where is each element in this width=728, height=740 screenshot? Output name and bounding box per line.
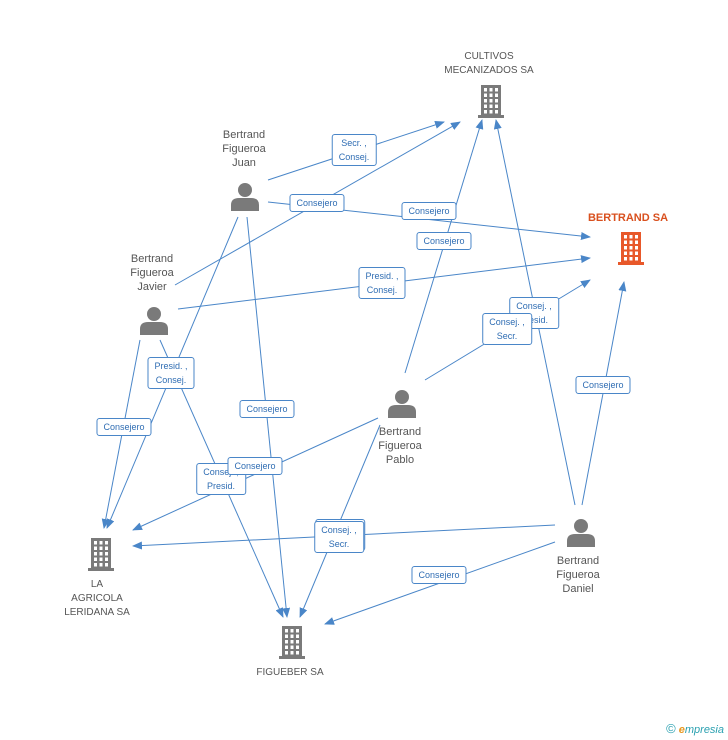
node-label-line: Figueroa: [556, 569, 600, 581]
node-label-line: Bertrand: [556, 555, 600, 567]
edge-label-line: Consej. ,: [516, 301, 552, 311]
edge-label-javier-figueber[interactable]: Consej. , Presid.: [196, 463, 246, 495]
edge-label-line: Consejero: [296, 198, 338, 208]
edge-label-line: Consejero: [582, 380, 624, 390]
building-icon[interactable]: [618, 232, 644, 265]
edge-label-daniel-bertrand[interactable]: Consejero: [575, 376, 631, 394]
edge-label-line: Consejero: [234, 461, 276, 471]
node-label-line: Bertrand: [378, 426, 422, 438]
edge-label-line: Consejero: [423, 236, 465, 246]
node-label-line: MECANIZADOS SA: [444, 65, 534, 76]
building-icon[interactable]: [478, 85, 504, 118]
node-label-la_agricola[interactable]: LA AGRICOLA LERIDANA SA: [64, 578, 130, 620]
node-label-line: AGRICOLA: [71, 593, 123, 604]
edge-label-line: Consej. ,: [321, 525, 357, 535]
node-label-line: Bertrand: [130, 253, 174, 265]
edge-label-pablo-agricola[interactable]: Consejero: [227, 457, 283, 475]
node-label-line: FIGUEBER SA: [256, 667, 324, 678]
edge-label-line: Secr.: [496, 331, 518, 341]
node-label-bertrand_sa[interactable]: BERTRAND SA: [588, 211, 668, 225]
node-label-line: Figueroa: [222, 143, 266, 155]
edge-label-line: Consej. ,: [203, 467, 239, 477]
building-icon[interactable]: [88, 538, 114, 571]
node-label-line: Figueroa: [378, 440, 422, 452]
empresia-brand: © empresia: [666, 721, 724, 736]
node-label-line: LA: [90, 579, 104, 590]
edge-label-line: Consej. ,: [489, 317, 525, 327]
node-label-line: LERIDANA SA: [64, 607, 130, 618]
edge-label-juan-figueber[interactable]: Consejero: [239, 400, 295, 418]
edge-label-line: Consej.: [366, 285, 398, 295]
person-icon[interactable]: [140, 307, 168, 335]
node-label-line: Daniel: [562, 583, 594, 595]
node-label-line: CULTIVOS: [464, 51, 514, 62]
edge-label-line: Presid.: [519, 315, 548, 325]
brand-name-rest: mpresia: [684, 724, 724, 736]
edge-label-juan-bertrand[interactable]: Consejero: [401, 202, 457, 220]
node-label-line: Bertrand: [222, 129, 266, 141]
edge-label-line: Presid.: [206, 481, 235, 491]
edge-label-juan-agricola[interactable]: Presid. , Consej.: [147, 357, 195, 389]
edge-label-javier-agricola[interactable]: Consejero: [96, 418, 152, 436]
node-label-line: Juan: [232, 157, 256, 169]
edge-label-line: Presid. ,: [365, 271, 399, 281]
edge-label-line: Consejero: [418, 570, 460, 580]
edge-label-line: Consejero: [408, 206, 450, 216]
node-label-line: Pablo: [385, 454, 415, 466]
edge-label-line: Consejero: [246, 404, 288, 414]
edge-label-pablo-cultivos[interactable]: Consejero: [416, 232, 472, 250]
edge-label-javier-cultivos[interactable]: Consejero: [289, 194, 345, 212]
person-icon[interactable]: [231, 183, 259, 211]
edge-label-line: Secr.: [328, 539, 350, 549]
node-label-line: BERTRAND SA: [587, 212, 669, 224]
edge-label-pablo-bertrand[interactable]: Consej. , Secr.: [482, 313, 532, 345]
edge-label-line: Consej.: [338, 152, 370, 162]
edge-label-line: Consejero: [103, 422, 145, 432]
edge-label-javier-bertrand[interactable]: Presid. , Consej.: [358, 267, 406, 299]
person-icon[interactable]: [388, 390, 416, 418]
edge-label-daniel-agricola[interactable]: Consej. , Secr.: [314, 521, 364, 553]
edge-label-line: Presid. ,: [154, 361, 188, 371]
edge-label-line: Consej.: [155, 375, 187, 385]
brand-letter-e: e: [678, 724, 685, 736]
edge-label-juan-cultivos[interactable]: Secr. , Consej.: [331, 134, 377, 166]
person-icon[interactable]: [567, 519, 595, 547]
node-label-line: Javier: [137, 281, 167, 293]
edge-label-daniel-figueber[interactable]: Consejero: [411, 566, 467, 584]
node-label-figueber[interactable]: FIGUEBER SA: [256, 666, 323, 680]
node-label-cultivos[interactable]: CULTIVOS MECANIZADOS SA: [444, 50, 533, 78]
node-label-line: Figueroa: [130, 267, 174, 279]
copyright-symbol: ©: [666, 721, 676, 736]
building-icon[interactable]: [279, 626, 305, 659]
edge-label-line: Secr. ,: [341, 138, 367, 148]
